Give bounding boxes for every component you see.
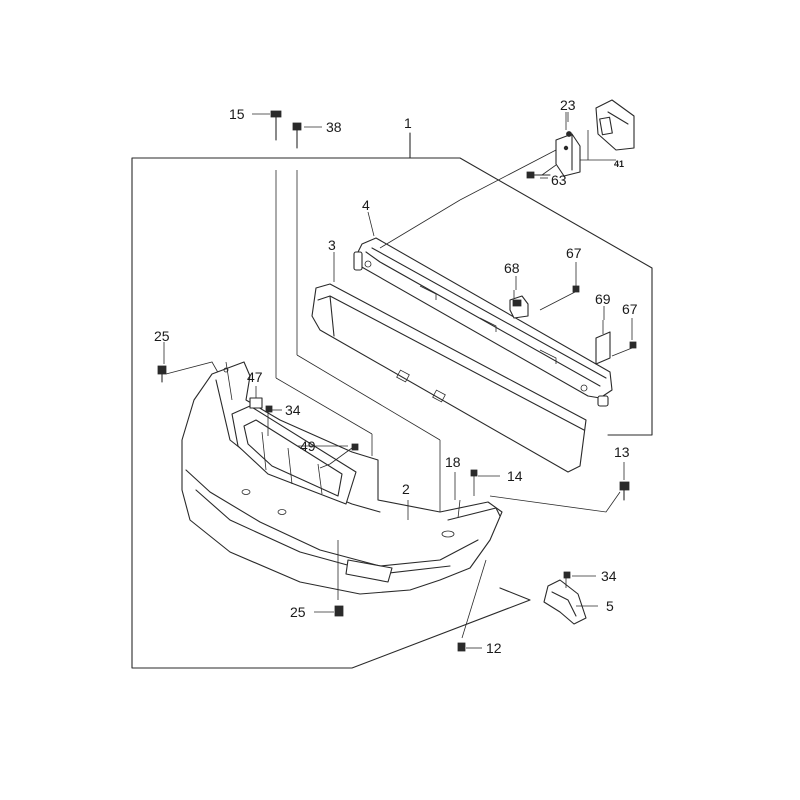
- bolt-63: [526, 164, 557, 179]
- clip-68: [509, 290, 529, 319]
- callout-12: 12: [486, 640, 502, 656]
- frame-rail-stub: [580, 99, 635, 161]
- assembly-frame: [131, 132, 653, 669]
- clip-25-upper: [157, 361, 221, 383]
- callout-25-upper: 25: [154, 328, 170, 344]
- callout-69: 69: [595, 291, 611, 307]
- callout-38: 38: [326, 119, 342, 135]
- callout-13: 13: [614, 444, 630, 460]
- retainer-47: [249, 386, 263, 409]
- callout-67-lower: 67: [622, 301, 638, 317]
- callout-labels: 1 2 3 4 5 12 13 14 15 18 23 25 25 34 34 …: [154, 97, 638, 656]
- screw-34-upper: [265, 405, 282, 436]
- callout-3: 3: [328, 237, 336, 253]
- callout-63: 63: [551, 172, 567, 188]
- callout-34-upper: 34: [285, 402, 301, 418]
- reinforcement-beam: [353, 149, 613, 407]
- side-bracket-5: [543, 579, 587, 625]
- callout-34-lower: 34: [601, 568, 617, 584]
- bolt-14: [470, 469, 478, 496]
- screw-34-lower: [563, 571, 596, 588]
- bumper-fascia: [181, 361, 503, 600]
- callout-23: 23: [560, 97, 576, 113]
- callout-67-upper: 67: [566, 245, 582, 261]
- callout-4: 4: [362, 197, 370, 213]
- bolt-67-lower: [611, 341, 637, 357]
- clip-13: [489, 462, 630, 513]
- mount-bracket-23: [555, 112, 581, 177]
- callout-47: 47: [247, 369, 263, 385]
- bolt-15: [270, 110, 373, 456]
- bolt-67-upper: [539, 285, 580, 311]
- callout-49: 49: [300, 438, 316, 454]
- callout-18: 18: [445, 454, 461, 470]
- callout-15: 15: [229, 106, 245, 122]
- bolt-12: [457, 559, 487, 652]
- bracket-69: [595, 320, 611, 365]
- callout-5: 5: [606, 598, 614, 614]
- callout-2: 2: [402, 481, 410, 497]
- callout-68: 68: [504, 260, 520, 276]
- bolt-49: [319, 443, 359, 469]
- bolt-38: [292, 122, 441, 518]
- callout-1: 1: [404, 115, 412, 131]
- callout-14: 14: [507, 468, 523, 484]
- callout-leaders: [163, 112, 633, 607]
- clip-25-lower: [314, 605, 344, 617]
- callout-25-lower: 25: [290, 604, 306, 620]
- callout-41: 41: [614, 159, 624, 169]
- energy-absorber: [311, 283, 587, 473]
